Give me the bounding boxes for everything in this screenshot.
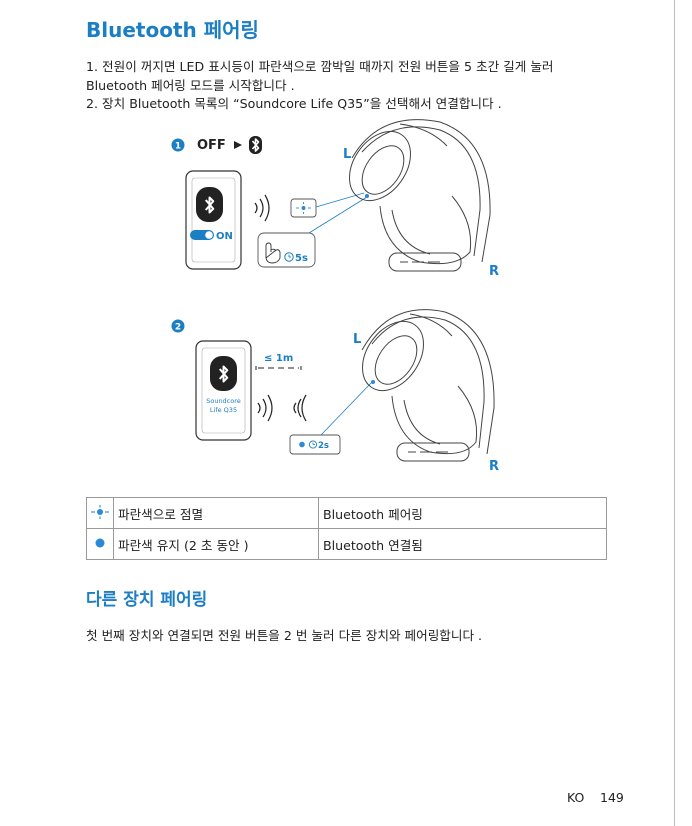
arrow-icon — [234, 141, 242, 149]
svg-text:2: 2 — [175, 323, 181, 333]
left-label: L — [353, 332, 361, 347]
svg-text:1: 1 — [175, 142, 181, 152]
blue-flash-icon — [86, 497, 114, 529]
table-row: 파란색으로 점멸 Bluetooth 페어링 — [86, 497, 607, 529]
page-number: 149 — [600, 790, 624, 805]
headphones-illustration — [361, 309, 495, 462]
pairing-illustration: 1 OFF ON 5s — [171, 119, 499, 474]
phone-illustration — [195, 340, 252, 441]
step-2-badge: 2 — [171, 319, 185, 333]
on-label: ON — [216, 231, 233, 242]
led-meaning-cell: Bluetooth 연결됨 — [318, 528, 607, 560]
press-duration-2s: 2s — [318, 441, 329, 451]
left-label: L — [343, 147, 351, 162]
blue-dot-icon — [86, 528, 114, 560]
led-flash-box — [290, 198, 317, 218]
step-1-text: 1. 전원이 꺼지면 LED 표시등이 파란색으로 깜박일 때까지 전원 버튼을… — [86, 59, 554, 93]
step-2-text: 2. 장치 Bluetooth 목록의 “Soundcore Life Q35”… — [86, 96, 502, 111]
leader-line — [320, 381, 373, 436]
footer-language: KO — [567, 790, 585, 805]
press-button-box — [257, 232, 316, 268]
step-1-badge: 1 — [171, 138, 185, 152]
page-edge-line — [674, 0, 675, 826]
led-meaning-cell: Bluetooth 페어링 — [318, 497, 607, 529]
solid-led-box — [289, 434, 341, 455]
section-text-multipoint: 첫 번째 장치와 연결되면 전원 버튼을 2 번 눌러 다른 장치와 페어링합니… — [86, 628, 483, 643]
off-label: OFF — [197, 138, 226, 153]
signal-waves-icon — [257, 394, 307, 422]
signal-waves-icon — [254, 194, 270, 222]
phone-illustration — [185, 170, 242, 270]
leader-line — [315, 192, 365, 208]
device-name-line1: Soundcore — [206, 397, 241, 405]
right-label: R — [489, 264, 499, 279]
distance-label: ≤ 1m — [264, 353, 293, 364]
leader-line — [308, 196, 368, 234]
led-status-cell: 파란색 유지 (2 초 동안 ) — [113, 528, 319, 560]
table-row: 파란색 유지 (2 초 동안 ) Bluetooth 연결됨 — [86, 528, 607, 560]
right-label: R — [489, 459, 499, 474]
bluetooth-icon — [249, 136, 262, 154]
led-status-table: 파란색으로 점멸 Bluetooth 페어링 파란색 유지 (2 초 동안 ) … — [86, 497, 607, 560]
device-name-line2: Life Q35 — [210, 406, 237, 414]
headphones-illustration — [349, 119, 491, 272]
press-duration-5s: 5s — [295, 253, 308, 264]
section-title-multipoint: 다른 장치 페어링 — [86, 590, 208, 610]
led-status-cell: 파란색으로 점멸 — [113, 497, 319, 529]
distance-arrow-icon — [255, 366, 302, 370]
page-title: Bluetooth 페어링 — [86, 18, 259, 42]
